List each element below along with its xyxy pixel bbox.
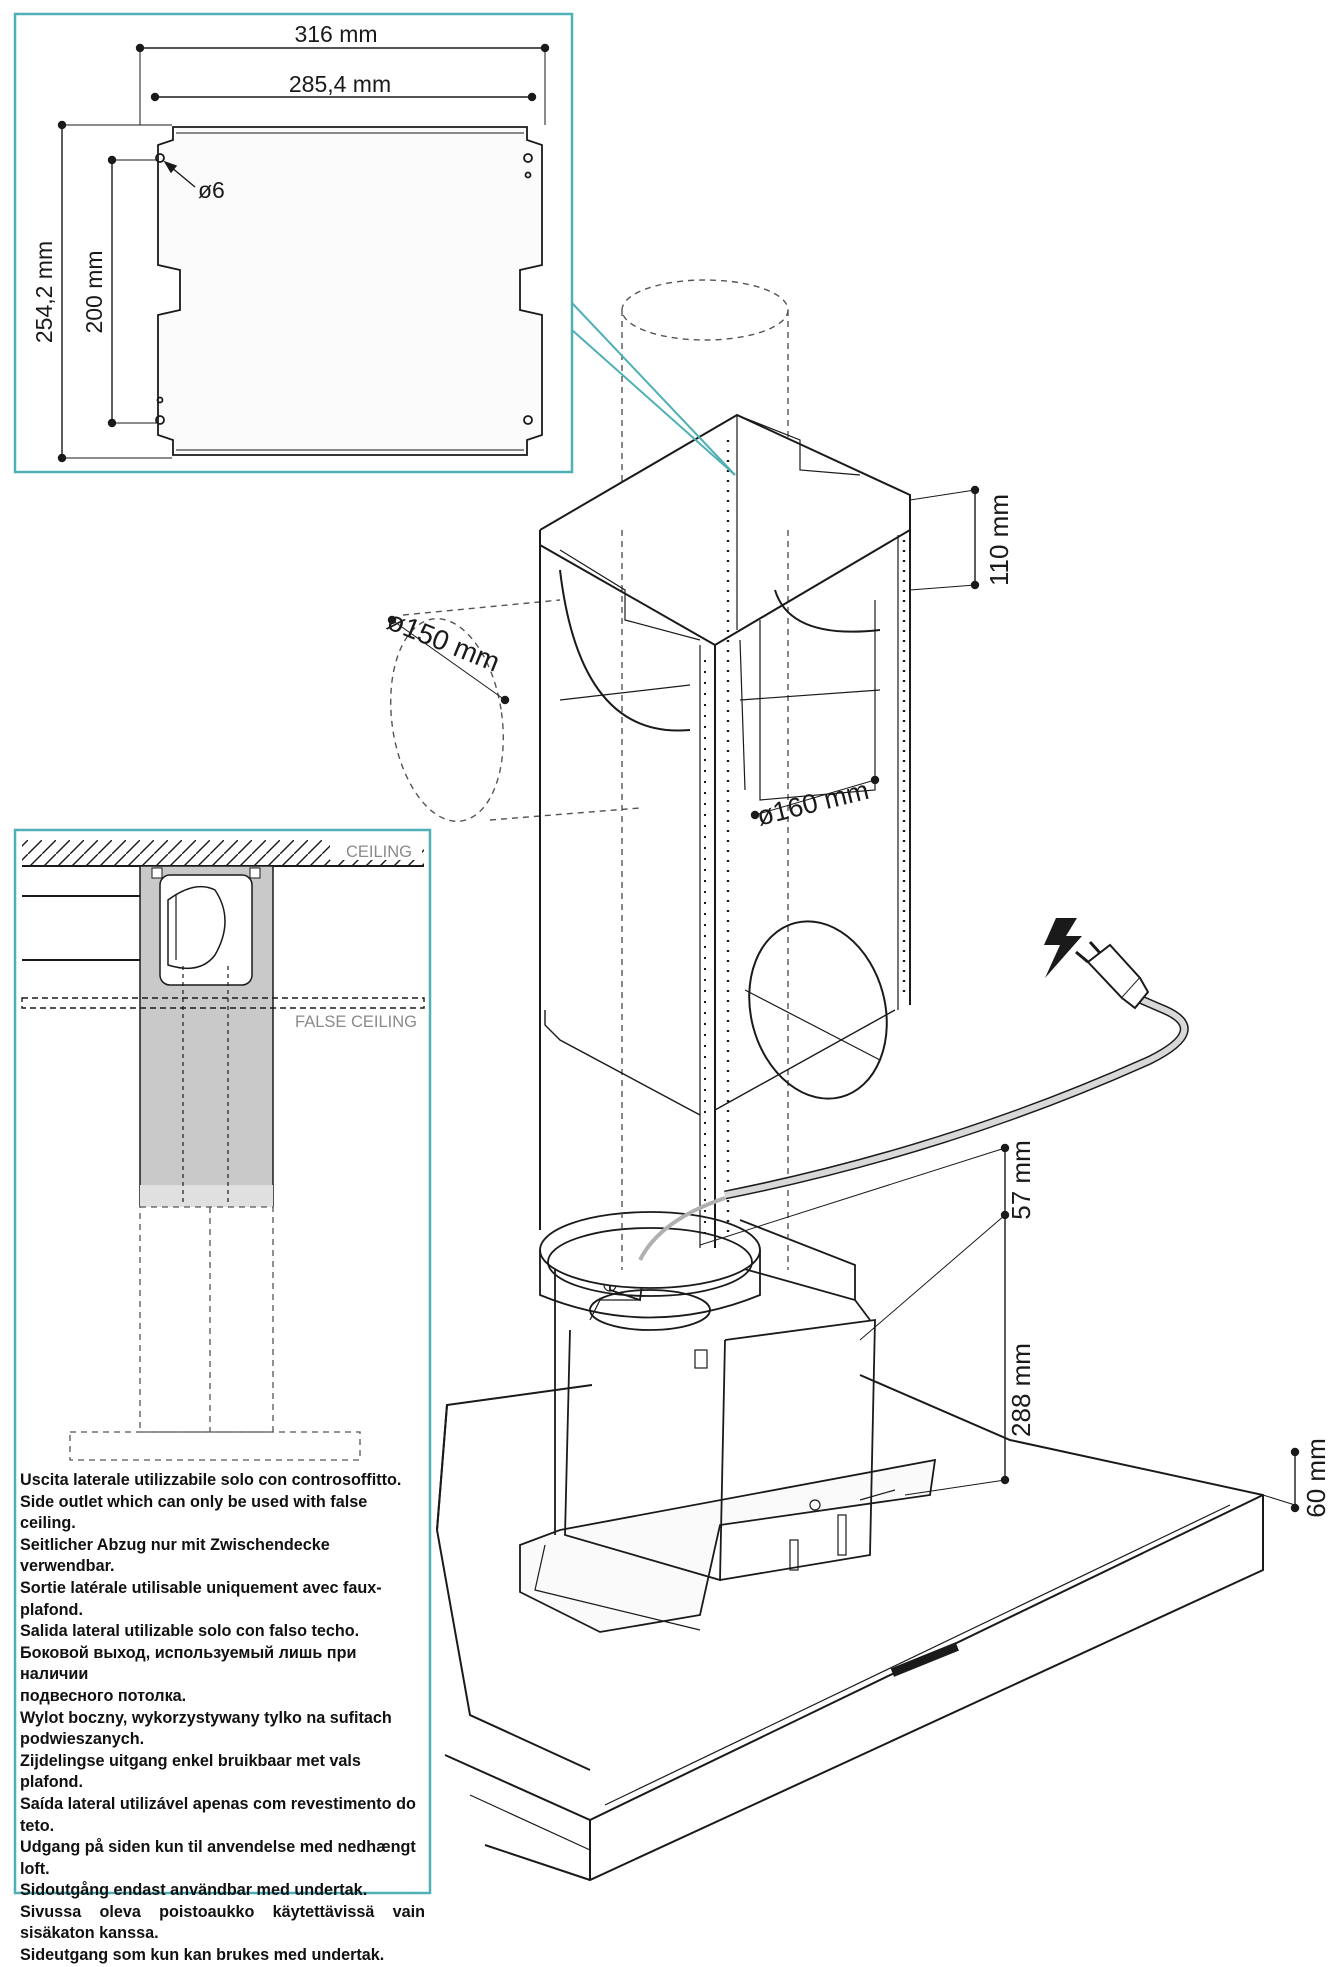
chimney-dimensions xyxy=(387,485,1300,1513)
bracket-height-outer: 254,2 mm xyxy=(31,241,57,343)
bracket-width-outer: 316 mm xyxy=(294,21,377,47)
bracket-height-inner: 200 mm xyxy=(81,250,107,333)
electric-bolt-icon xyxy=(1044,918,1082,978)
note-es: Salida lateral utilizable solo con falso… xyxy=(20,1622,360,1641)
motor-height-label: 288 mm xyxy=(1006,1343,1036,1437)
note-pt: Saída lateral utilizável apenas com reve… xyxy=(20,1794,416,1835)
power-plug-icon xyxy=(1075,940,1150,1010)
hood-thickness-label: 60 mm xyxy=(1301,1438,1331,1517)
side-duct-diameter-label: ø150 mm xyxy=(383,605,504,678)
cable-gap-label: 57 mm xyxy=(1006,1140,1036,1219)
note-ru-cont: подвесного потолка. xyxy=(20,1686,187,1705)
side-outlet-chimney xyxy=(22,865,274,1207)
outlet-diameter-label: ø160 mm xyxy=(754,775,872,832)
note-pl: Wylot boczny, wykorzystywany tylko na su… xyxy=(20,1708,392,1727)
bracket-dimensions xyxy=(57,43,550,463)
note-da: Udgang på siden kun til anvendelse med n… xyxy=(20,1838,416,1878)
note-no: Sideutgang som kun kan brukes med undert… xyxy=(20,1946,385,1965)
upper-chimney-frame xyxy=(539,413,911,1248)
note-it: Uscita laterale utilizzabile solo con co… xyxy=(20,1471,402,1489)
note-de: Seitlicher Abzug nur mit Zwischendecke v… xyxy=(20,1535,330,1576)
note-fi: Sivussa oleva poistoaukko käytettävissä … xyxy=(20,1902,425,1921)
top-gap-label: 110 mm xyxy=(984,494,1014,586)
note-sv: Sidoutgång endast användbar med undertak… xyxy=(20,1881,368,1900)
detail-callout-line xyxy=(571,302,736,476)
note-ru: Боковой выход, используемый лишь при нал… xyxy=(20,1643,357,1684)
hood-canopy xyxy=(436,1374,1264,1882)
note-fr: Sortie latérale utilisable uniquement av… xyxy=(20,1578,382,1619)
false-ceiling-line xyxy=(21,997,425,1032)
ceiling-label: CEILING xyxy=(346,843,412,861)
side-outlet-lower-dashed xyxy=(69,1206,361,1461)
bracket-hole-diameter: ø6 xyxy=(198,177,225,203)
note-pl-cont: podwieszanych. xyxy=(20,1730,145,1749)
motor-outlet-ring xyxy=(539,1211,761,1331)
power-cable-inner xyxy=(638,1196,726,1261)
note-en: Side outlet which can only be used with … xyxy=(20,1492,368,1533)
note-nl: Zijdelingse uitgang enkel bruikbaar met … xyxy=(20,1751,361,1792)
motor-base xyxy=(519,1219,937,1633)
side-outlet-notes: Uscita laterale utilizzabile solo con co… xyxy=(20,1470,425,1967)
false-ceiling-label: FALSE CEILING xyxy=(295,1013,417,1031)
ceiling-section xyxy=(22,838,424,867)
installation-diagram: 110 mm 57 mm 288 mm 60 mm ø150 mm ø160 m… xyxy=(13,12,1331,1895)
bracket-width-inner: 285,4 mm xyxy=(289,71,391,97)
note-fi-cont: sisäkaton kanssa. xyxy=(20,1924,159,1943)
bracket-plate xyxy=(155,126,543,456)
